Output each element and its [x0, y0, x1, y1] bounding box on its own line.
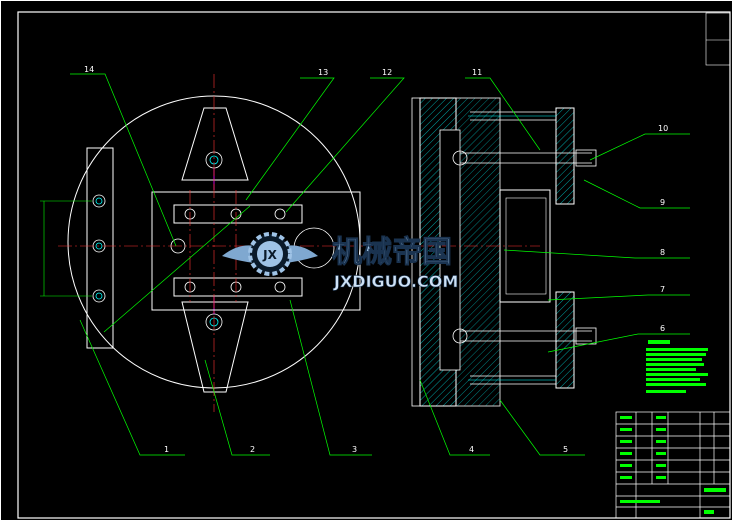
callout-9: 9	[660, 198, 665, 207]
callout-11: 11	[472, 68, 482, 77]
callout-3: 3	[352, 445, 357, 454]
left-dimension	[40, 200, 92, 297]
callout-14: 14	[84, 65, 94, 74]
leader-lines	[70, 73, 690, 456]
callout-6: 6	[660, 324, 665, 333]
gear-wing-logo-icon: JX	[222, 232, 318, 276]
title-block-text	[620, 416, 726, 514]
callout-4: 4	[469, 445, 474, 454]
watermark-url: JXDIGUO.COM	[333, 272, 458, 291]
lower-clamp-arm	[181, 301, 249, 393]
callout-12: 12	[382, 68, 392, 77]
callout-10: 10	[658, 124, 668, 133]
callout-2: 2	[250, 445, 255, 454]
callout-8: 8	[660, 248, 665, 257]
watermark-chinese-title: 机械帝国	[332, 235, 452, 270]
left-block-bolts	[92, 194, 106, 303]
title-block	[615, 411, 731, 519]
pressure-plate	[555, 107, 575, 205]
watermark: JX 机械帝国 JXDIGUO.COM	[222, 232, 459, 291]
upper-clamp-arm	[181, 107, 249, 181]
left-locating-block	[86, 147, 114, 349]
callout-1: 1	[164, 445, 169, 454]
centre-lines	[58, 74, 372, 412]
side-section-view	[398, 97, 597, 407]
callout-7: 7	[660, 285, 665, 294]
technical-notes	[646, 340, 708, 393]
callout-13: 13	[318, 68, 328, 77]
callout-5: 5	[563, 445, 568, 454]
callout-labels: 1 2 3 4 5 6 7 8 9 10 11 12 13 14	[84, 65, 668, 454]
clamp-body	[151, 191, 361, 311]
logo-letters: JX	[262, 248, 277, 262]
tie-bolts	[452, 111, 597, 385]
front-view	[40, 74, 372, 412]
